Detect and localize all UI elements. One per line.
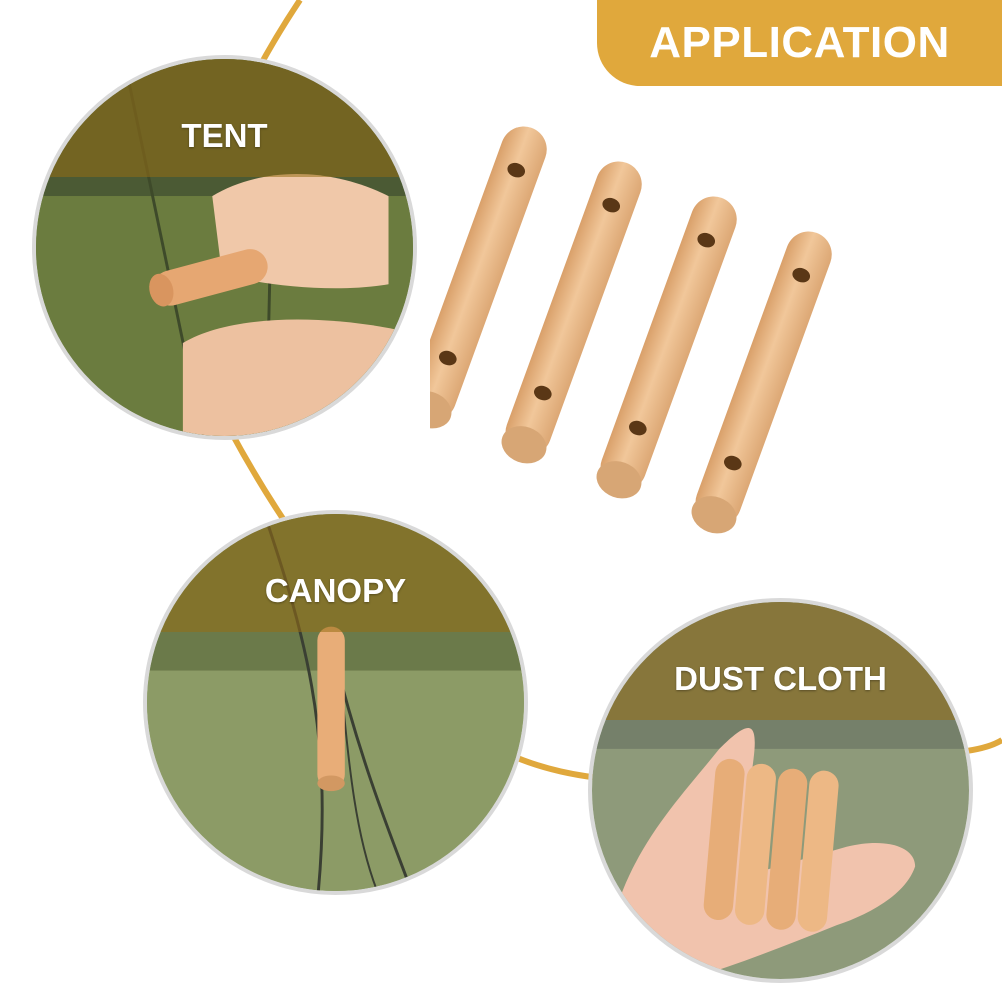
tent-label-band: [36, 59, 413, 177]
dust-cloth-photo: [592, 602, 969, 979]
peg-3: [596, 196, 737, 499]
peg-4: [691, 231, 832, 534]
pegs-in-hand: [703, 758, 839, 932]
peg-1: [430, 126, 547, 429]
canopy-label: CANOPY: [264, 572, 407, 609]
banner-title: APPLICATION: [649, 18, 950, 67]
tent-label: TENT: [181, 117, 268, 154]
dust-cloth-label-band: [592, 602, 969, 720]
application-circle-tent: TENT: [32, 55, 417, 440]
application-circle-canopy: CANOPY: [143, 510, 528, 895]
application-banner: APPLICATION: [597, 0, 1002, 86]
wooden-pegs-product: [430, 126, 832, 534]
dust-cloth-label: DUST CLOTH: [674, 660, 887, 697]
application-circle-dust-cloth: DUST CLOTH: [588, 598, 973, 983]
canopy-label-band: [147, 514, 524, 632]
peg-2: [501, 161, 642, 464]
